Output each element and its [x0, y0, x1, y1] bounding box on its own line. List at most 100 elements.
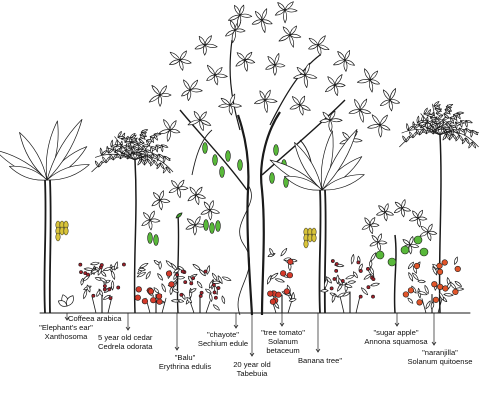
fruit-icon	[78, 262, 83, 267]
label-cedar: 5 year old cedar Cedrela odorata	[98, 333, 153, 351]
fruit-icon	[99, 263, 104, 267]
fruit-icon	[340, 278, 345, 283]
fruit-icon	[211, 283, 216, 287]
fruit-icon	[165, 270, 173, 277]
label-tabebuia: 20 year old Tabebuia	[233, 360, 271, 378]
fruit-icon	[91, 293, 96, 298]
fruit-icon	[454, 265, 461, 273]
fruit-icon	[213, 295, 218, 300]
fruit-icon	[283, 288, 290, 295]
fruit-icon	[189, 281, 194, 286]
plants	[0, 1, 479, 316]
fruit-icon	[452, 288, 459, 296]
fruit-icon	[332, 277, 337, 281]
coffee-shrub-icon	[78, 261, 126, 314]
fruit-icon	[371, 277, 376, 282]
fruit-icon	[134, 294, 141, 301]
fruit-icon	[329, 286, 334, 291]
label-banana-tree: Banana tree"	[297, 356, 343, 365]
fruit-icon	[63, 226, 69, 236]
fruit-icon	[215, 220, 221, 232]
pointer-arrow-icon	[249, 352, 255, 357]
pointer-arrow-icon	[64, 316, 70, 321]
fruit-icon	[102, 287, 107, 292]
fruit-icon	[375, 250, 385, 260]
fruit-icon	[356, 260, 361, 265]
fruit-icon	[286, 272, 293, 279]
fruit-icon	[116, 285, 121, 290]
fruit-icon	[334, 268, 339, 273]
fruit-icon	[413, 262, 420, 270]
coffee-shrub-icon	[320, 252, 380, 314]
fruit-icon	[122, 262, 126, 267]
fruit-icon	[419, 247, 429, 257]
right-palm-icon	[399, 101, 479, 314]
sugar-apple-tree-icon	[361, 199, 438, 314]
fruit-icon	[303, 239, 309, 249]
fruit-icon	[203, 219, 209, 231]
fruit-icon	[442, 285, 449, 292]
fruit-icon	[183, 280, 188, 285]
banana-tree-icon	[269, 129, 365, 314]
fruit-icon	[153, 234, 159, 246]
fruit-icon	[387, 257, 397, 267]
pointer-arrow-icon	[315, 348, 321, 353]
banana-plant-icon	[0, 119, 90, 314]
label-tree-tomato: "tree tomato" Solanum betaceum	[261, 328, 305, 355]
tabebuia-tree-icon	[148, 1, 401, 316]
fruit-icon	[436, 268, 444, 275]
fruit-icon	[431, 281, 438, 288]
fruit-icon	[358, 294, 363, 299]
fruit-icon	[273, 144, 279, 156]
fruit-icon	[432, 296, 440, 303]
fruit-icon	[191, 276, 196, 281]
fruit-icon	[269, 298, 277, 305]
label-sugar-apple: "sugar apple" Annona squamosa	[364, 328, 428, 346]
pointer-arrow-icon	[394, 322, 400, 327]
fruit-icon	[407, 287, 415, 294]
cedar-palm-icon	[91, 129, 174, 314]
elephants-ear-icon	[57, 294, 74, 307]
label-balu: "Balu" Erythrina edulis	[158, 353, 212, 371]
pointer-arrow-icon	[233, 324, 239, 329]
fruit-icon	[280, 270, 287, 277]
fruit-icon	[212, 290, 217, 295]
fruit-icon	[358, 269, 363, 273]
fruit-icon	[107, 287, 112, 292]
fruit-icon	[436, 262, 443, 269]
fruit-icon	[366, 267, 370, 271]
cedar-sapling-icon	[134, 260, 181, 314]
fruit-icon	[175, 272, 180, 277]
label-pointers	[64, 312, 437, 357]
fruit-icon	[203, 269, 208, 274]
fruit-icon	[212, 154, 218, 166]
fruit-icon	[83, 271, 88, 276]
fruit-icon	[225, 150, 231, 162]
tree-tomato-shrub-icon	[266, 247, 298, 314]
balu-tree-icon	[141, 179, 221, 314]
fruit-icon	[108, 296, 113, 301]
fruit-icon	[135, 286, 142, 293]
fruit-icon	[275, 291, 282, 298]
fruit-icon	[366, 285, 371, 290]
pointer-arrow-icon	[174, 346, 180, 351]
fruit-icon	[150, 297, 157, 304]
fruit-icon	[307, 233, 313, 243]
fruit-icon	[371, 294, 375, 299]
fruit-icon	[311, 233, 317, 243]
pointer-arrow-icon	[125, 326, 131, 331]
fruit-icon	[334, 262, 339, 266]
fruit-icon	[441, 259, 448, 266]
pointer-arrow-icon	[431, 341, 437, 346]
label-naranjilla: "naranjilla" Solanum quitoense	[407, 348, 473, 366]
fruit-icon	[269, 172, 275, 184]
fruit-icon	[180, 269, 185, 274]
fruit-icon	[147, 288, 155, 295]
label-chayote: "chayote" Sechium edule	[197, 330, 249, 348]
fruit-icon	[156, 298, 163, 305]
pointer-arrow-icon	[279, 322, 285, 327]
fruit-icon	[219, 166, 225, 178]
label-elephants-ear: "Elephant's ear" Xanthosoma	[39, 323, 93, 341]
